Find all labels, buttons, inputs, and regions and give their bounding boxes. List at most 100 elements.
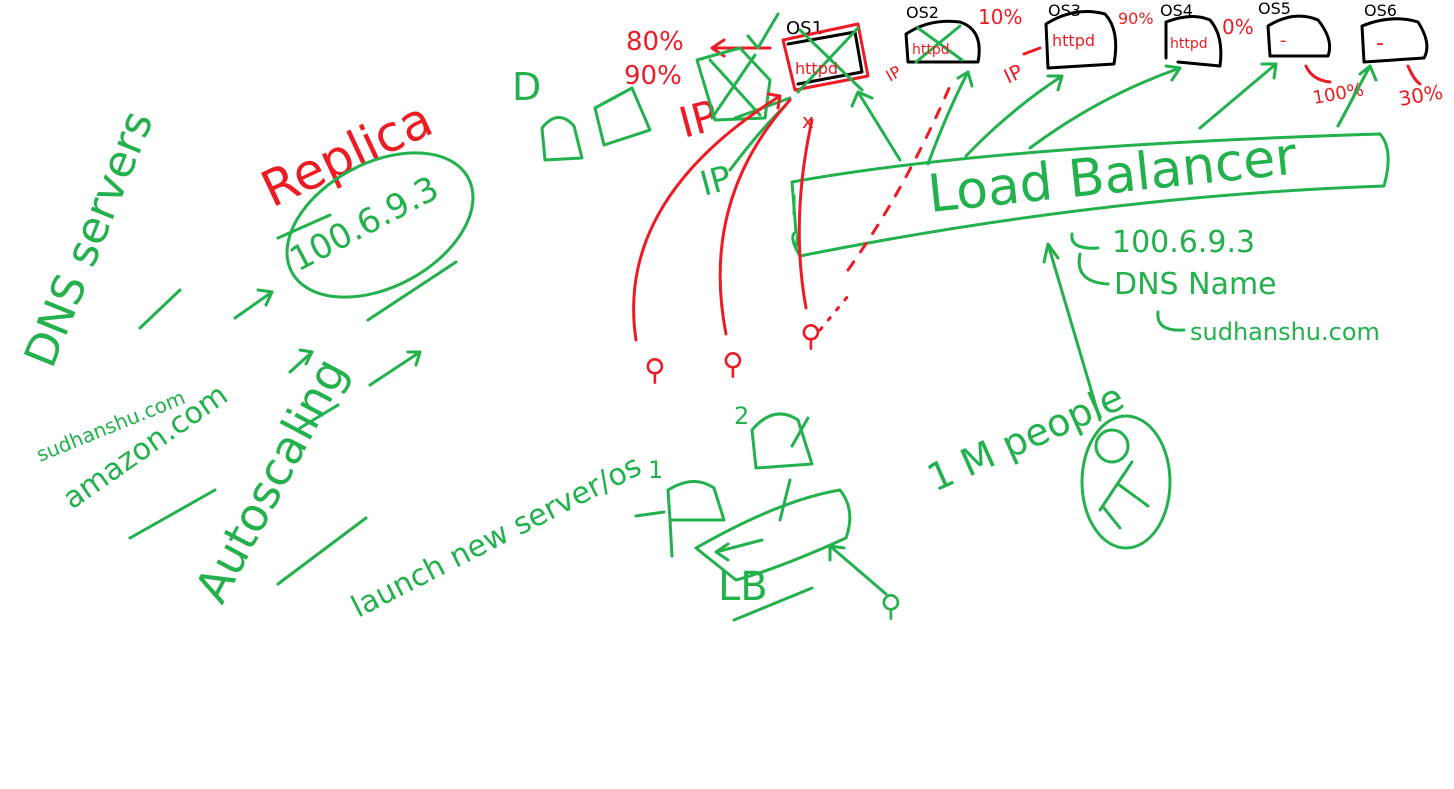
small-lb-client-arrow [828, 544, 888, 596]
lb-arrow-os1 [850, 90, 902, 162]
os5-curve [1304, 64, 1332, 84]
os4-box [1164, 15, 1223, 68]
pct-80: 80% [626, 27, 684, 57]
os3-content: httpd [1052, 31, 1095, 50]
client-line-1 [632, 92, 782, 342]
os3-ip: IP [1000, 59, 1026, 88]
oval-underline [276, 213, 332, 240]
os1-box [781, 22, 870, 92]
server-os5: OS5 - 100% [1258, 0, 1366, 109]
load-balancer-box [790, 132, 1390, 258]
ip-oval [285, 151, 475, 299]
lb-left-edge [792, 194, 800, 250]
os2-ip: IP [883, 62, 905, 86]
client-figure-3: ⚲ [800, 319, 822, 354]
green-box-1 [695, 46, 772, 122]
os6-box [1360, 17, 1429, 64]
lb-domain: sudhanshu.com [1190, 318, 1380, 346]
green-cross-1 [708, 53, 762, 120]
small-num-2: 2 [734, 402, 749, 430]
launch-label: launch new server/os [346, 448, 647, 625]
lb-arrow-os3 [964, 74, 1064, 158]
users-arrow-up [1042, 242, 1102, 422]
os5-label: OS5 [1258, 0, 1291, 18]
server-os4: OS4 httpd 0% [1160, 1, 1254, 68]
os6-curve [1406, 64, 1422, 86]
os2-label: OS2 [906, 3, 939, 22]
os1-content: httpd [795, 59, 838, 78]
os4-label: OS4 [1160, 1, 1193, 20]
arrow-sudhanshu [233, 288, 274, 320]
shape-arch [540, 116, 584, 162]
small-server-1 [666, 480, 726, 522]
lb-ip: 100.6.9.3 [1112, 225, 1255, 260]
os3-pct: 90% [1118, 9, 1154, 28]
number-d: D [512, 65, 541, 109]
os2-content: httpd [912, 42, 950, 58]
lb-dns-name: DNS Name [1114, 267, 1277, 302]
arrow-amazon [288, 348, 314, 374]
ip-small: IP [696, 158, 736, 205]
os1-outline [786, 30, 864, 86]
small-lb-label: LB [718, 564, 768, 610]
client-2: ⚲ [722, 347, 744, 382]
user-oval [1080, 414, 1172, 550]
os4-pct: 0% [1222, 15, 1254, 39]
small-lb-arrow-2 [778, 478, 792, 522]
lb-dashed-to-os2 [846, 84, 952, 272]
os6-label: OS6 [1364, 1, 1397, 20]
client-1: ⚲ [644, 353, 666, 388]
client-line-2 [718, 98, 792, 336]
os3-box [1044, 10, 1118, 70]
os6-content: - [1376, 31, 1384, 56]
os3-label: OS3 [1048, 1, 1081, 20]
user-body [1098, 460, 1150, 530]
server-os1: OS1 httpd x [781, 18, 870, 133]
dns-underline [138, 288, 182, 330]
os5-pct: 100% [1311, 79, 1365, 109]
os3-ip-arrow [1022, 46, 1042, 56]
server-os3: OS3 httpd 90% IP [1000, 1, 1154, 89]
small-server-2 [750, 412, 814, 470]
client-figure-2: ⚲ [722, 347, 744, 382]
lb-domain-arrow [1156, 310, 1186, 332]
lb-arrow-os6 [1336, 64, 1378, 128]
line-below-amazon [128, 488, 217, 540]
small-lb-box [694, 488, 852, 582]
line-amazon-2 [298, 403, 340, 430]
small-server-2-line [790, 416, 810, 448]
os4-content: httpd [1170, 36, 1208, 52]
os2-cross [914, 24, 964, 64]
autoscaling-underline [276, 516, 368, 586]
server-os2: OS2 httpd 10% IP [883, 3, 1023, 85]
small-lb-underline [732, 586, 814, 622]
client-figure-1: ⚲ [644, 353, 666, 388]
server-os6: OS6 - 30% [1360, 1, 1445, 111]
os2-pct: 10% [978, 5, 1022, 29]
line-right-2 [368, 350, 422, 387]
os1-cross [796, 26, 864, 94]
small-num-1: 1 [648, 456, 663, 484]
line-right-1 [366, 260, 458, 322]
os5-box [1266, 14, 1332, 58]
shape-square [593, 86, 652, 147]
os5-content: - [1280, 30, 1287, 51]
client-3: ⚲ [800, 319, 822, 354]
lb-arrow-os4 [1028, 64, 1182, 150]
small-lb-client: ⚲ [880, 589, 902, 624]
lb-arrow-os5 [1198, 62, 1278, 130]
green-check [746, 12, 780, 50]
pct-90: 90% [624, 61, 682, 91]
os2-box [904, 19, 981, 64]
lb-arrow-os2 [926, 70, 974, 166]
lb-dns-arrow [1077, 252, 1110, 286]
lb-ip-arrow [1070, 232, 1100, 250]
client-line-3 [797, 118, 814, 310]
dns-servers-label: DNS servers [15, 104, 164, 374]
user-head [1094, 428, 1130, 464]
small-lb-arrow-1 [714, 538, 764, 562]
small-server-1-line [634, 510, 674, 558]
client-dots [818, 294, 850, 332]
